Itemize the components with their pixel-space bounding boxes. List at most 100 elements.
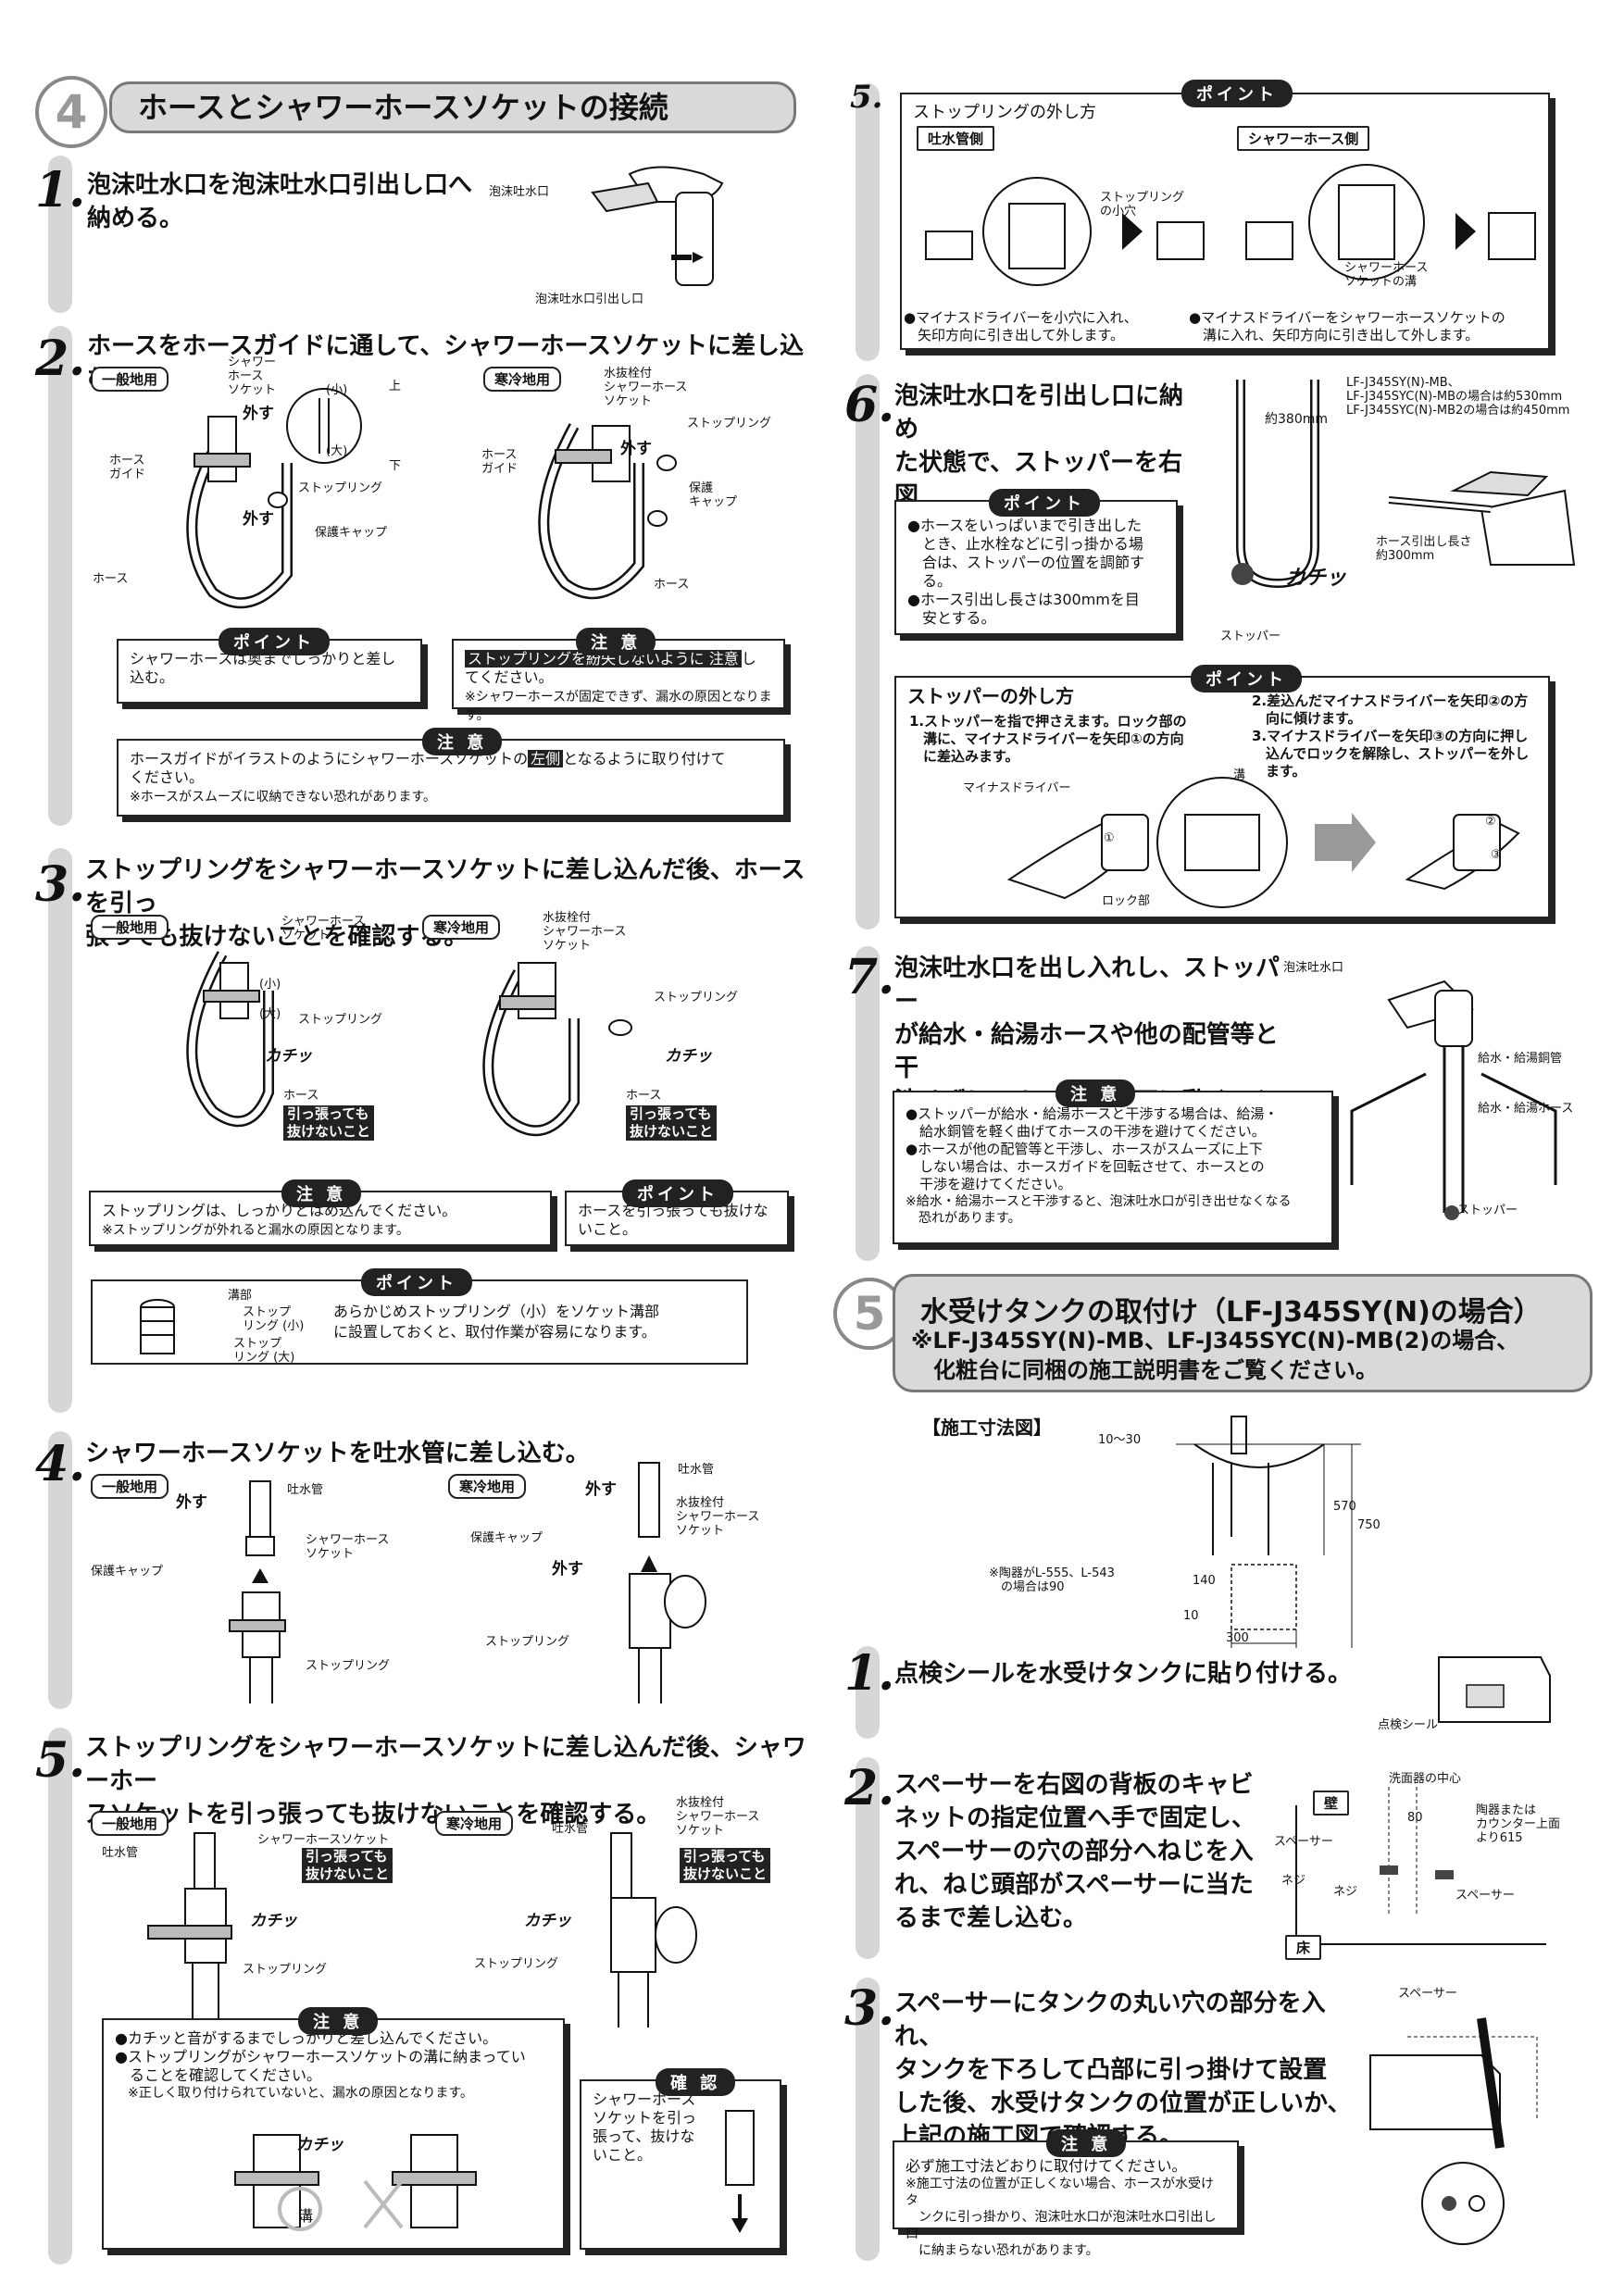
- point-title: ストッパーの外し方: [907, 685, 1074, 707]
- step-bar: [48, 326, 72, 826]
- confirm-text: シャワーホース ソケットを引っ 張って、抜けな いこと。: [593, 2090, 697, 2164]
- step-bar: [856, 83, 880, 361]
- caution-badge: 注 意: [576, 628, 656, 655]
- caution-note: ※正しく取り付けられていないと、漏水の原因となります。: [128, 2086, 473, 2101]
- hose-illustration-general: [186, 388, 362, 609]
- caution-box: ●カチッと音がするまでしっかりと差し込んでください。 ●ストップリングがシャワー…: [102, 2018, 565, 2250]
- caution-note: ※ホースがスムーズに収納できない恐れがあります。: [130, 790, 436, 805]
- label: ストップ リング (大): [233, 1337, 295, 1365]
- label: 泡沫吐水口: [489, 185, 550, 199]
- label: ストップ リング (小): [243, 1305, 305, 1333]
- section-4-title: ホースとシャワーホースソケットの接続: [109, 81, 796, 133]
- step-number: 3.: [844, 1980, 895, 2037]
- step-text: シャワーホースソケットを吐水管に差し込む。: [85, 1440, 590, 1467]
- dimension: 570: [1333, 1500, 1356, 1514]
- label: ①: [1104, 831, 1115, 845]
- label: 給水・給湯銅管: [1478, 1052, 1563, 1066]
- caution-line: ●ホースが他の配管等と干渉し、ホースがスムーズに上下 しない場合は、ホースガイド…: [906, 1141, 1265, 1192]
- bullet: ●マイナスドライバーを小穴に入れ、 矢印方向に引き出して外します。: [904, 309, 1138, 343]
- step-number: 6.: [844, 377, 895, 433]
- label: ストップリング: [243, 1963, 328, 1977]
- label: ③: [1491, 848, 1502, 862]
- label: 外す: [620, 440, 652, 458]
- pull-label: 引っ張っても 抜けないこと: [283, 1105, 375, 1141]
- label: 陶器または カウンター上面 より615: [1476, 1803, 1561, 1845]
- label: ②: [1485, 815, 1496, 829]
- section-5-box: [893, 1274, 1593, 1392]
- label: 約380mm: [1265, 412, 1328, 427]
- caution-text: ホースガイドがイラストのようにシャワーホースソケットの: [130, 750, 529, 767]
- label: 80: [1407, 1811, 1423, 1825]
- label: 吐水管: [102, 1846, 139, 1860]
- label: ストップリング: [306, 1659, 391, 1673]
- label: ホース: [626, 1089, 662, 1103]
- click-label: カチッ: [665, 1047, 712, 1066]
- label: 外す: [552, 1560, 583, 1578]
- label: 下: [389, 459, 402, 473]
- caution-text: 必ず施工寸法どおりに取付けてください。: [906, 2157, 1187, 2175]
- step-text: 点検シールを水受けタンクに貼り付ける。: [894, 1660, 1353, 1688]
- step-number: 2.: [844, 1760, 895, 1816]
- section-number-5: 5: [833, 1278, 906, 1350]
- tag-general-area: 一般地用: [91, 1811, 169, 1836]
- tag-cold-area: 寒冷地用: [483, 367, 562, 392]
- step-number: 5.: [850, 79, 883, 116]
- tag-general-area: 一般地用: [91, 915, 169, 940]
- dimension: 140: [1193, 1574, 1216, 1588]
- hand-pull-icon: [725, 2110, 755, 2233]
- pull-label: 引っ張っても 抜けないこと: [680, 1848, 771, 1883]
- label: シャワーホース ソケット: [306, 1533, 390, 1561]
- pull-label: 引っ張っても 抜けないこと: [626, 1105, 718, 1141]
- label: シャワー ホース ソケット: [228, 356, 277, 397]
- label: 泡沫吐水口引出し口: [535, 293, 644, 306]
- step-bar: [856, 1757, 880, 1959]
- caution-highlight: ストップリングを紛失しないように 注意: [465, 650, 742, 668]
- label: スペーサー: [1274, 1835, 1333, 1849]
- label: スペーサー: [1398, 1987, 1457, 2001]
- tag-cold-area: 寒冷地用: [435, 1811, 514, 1836]
- caution-line: ●ストップリングがシャワーホースソケットの溝に納まってい ることを確認してくださ…: [115, 2048, 526, 2084]
- point-line: ●ホースをいっぱいまで引き出した とき、止水栓などに引っ掛かる場 合は、ストッパ…: [907, 517, 1145, 590]
- socket-pull-illustration-general: [147, 1832, 232, 2018]
- step-number: 1.: [35, 162, 86, 218]
- label: ストップリング: [485, 1635, 570, 1649]
- label: 洗面器の中心: [1389, 1772, 1462, 1786]
- tag-shower-side: シャワーホース側: [1237, 126, 1370, 151]
- label: 溝: [1233, 768, 1246, 782]
- label: マイナスドライバー: [963, 781, 1071, 795]
- step-bar: [48, 848, 72, 1413]
- label: 外す: [585, 1480, 617, 1499]
- step-text: スペーサーにタンクの丸い穴の部分を入れ、 タンクを下ろして凸部に引っ掛けて設置 …: [894, 1990, 1352, 2151]
- point-badge: ポイント: [1191, 665, 1302, 693]
- label: ホース引出し長さ 約300mm: [1376, 535, 1472, 563]
- caution-box: ストップリングは、しっかりとはめ込んでください。 ※ストップリングが外れると漏水…: [89, 1191, 552, 1246]
- label: シャワーホース ソケットの溝: [1344, 261, 1429, 289]
- label: 吐水管: [678, 1463, 715, 1477]
- step-text: スペーサーを右図の背板のキャビ ネットの指定位置へ手で固定し、 スペーサーの穴の…: [894, 1771, 1256, 1932]
- label: ホース ガイド: [109, 454, 146, 481]
- caution-line: ●カチッと音がするまでしっかりと差し込んでください。: [115, 2029, 498, 2047]
- spout-pipe-illustration-cold: [629, 1462, 706, 1703]
- label: 保護キャップ: [315, 526, 388, 540]
- caution-line: ●ストッパーが給水・給湯ホースと干渉する場合は、給湯・ 給水銅管を軽く曲げてホー…: [906, 1105, 1279, 1140]
- step-number: 7.: [844, 949, 895, 1005]
- label: ホース: [93, 572, 129, 586]
- faucet-illustration: [591, 166, 724, 286]
- point-badge: ポイント: [989, 489, 1100, 517]
- label: シャワーホース ソケット: [281, 915, 366, 942]
- water-tank-icon: [1438, 1656, 1551, 1723]
- section-5-subtitle: ※LF-J345SY(N)-MB、LF-J345SYC(N)-MB(2)の場合、…: [911, 1328, 1519, 1383]
- label: 給水・給湯ホース: [1478, 1102, 1574, 1116]
- label: (大): [326, 444, 348, 458]
- step-bar: [856, 1978, 880, 2261]
- step-number: 5.: [35, 1732, 86, 1789]
- label: ホース ガイド: [481, 448, 518, 476]
- caution-badge: 注 意: [1046, 2129, 1127, 2157]
- pull-label: 引っ張っても 抜けないこと: [302, 1848, 394, 1883]
- step-text: ストップリングをシャワーホースソケットに差し込んだ後、シャワーホー スソケットを…: [85, 1734, 806, 1828]
- step-number: 1.: [844, 1645, 895, 1702]
- instruction-text: 2.差込んだマイナスドライバーを矢印②の方 向に傾けます。 3.マイナスドライバ…: [1252, 693, 1530, 780]
- label: 水抜栓付 シャワーホース ソケット: [676, 1496, 760, 1538]
- section-number-4: 4: [35, 76, 107, 148]
- label: 保護キャップ: [470, 1531, 543, 1545]
